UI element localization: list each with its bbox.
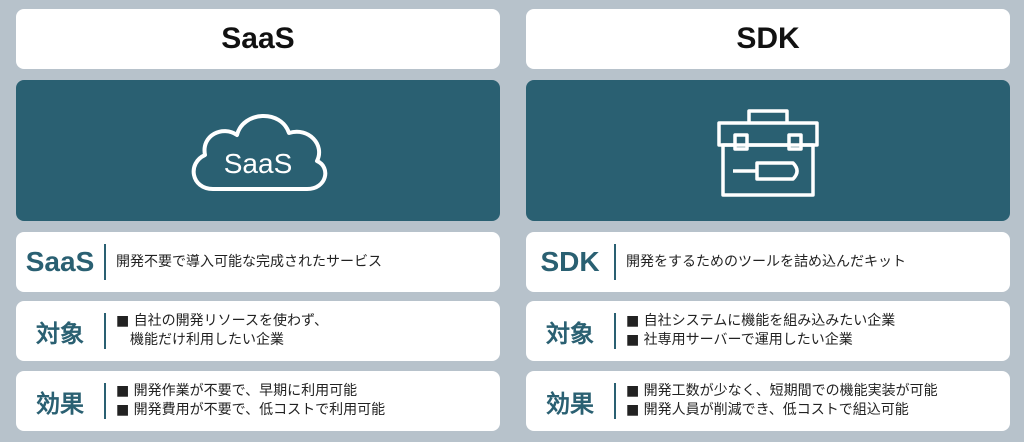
saas-effect-list: ■ 開発作業が不要で、早期に利用可能 ■ 開発費用が不要で、低コストで利用可能: [116, 382, 385, 420]
saas-definition-label: SaaS: [25, 246, 95, 277]
saas-target-row: 対象 ■ 自社の開発リソースを使わず、 機能だけ利用したい企業: [16, 301, 500, 361]
saas-title-box: SaaS: [16, 9, 500, 69]
sdk-definition-label: SDK: [540, 246, 600, 277]
list-item: ■ 自社システムに機能を組み込みたい企業: [626, 313, 896, 329]
sdk-effect-list: ■ 開発工数が少なく、短期間での機能実装が可能 ■ 開発人員が削減でき、低コスト…: [626, 382, 938, 420]
sdk-effect-row: 効果 ■ 開発工数が少なく、短期間での機能実装が可能 ■ 開発人員が削減でき、低…: [526, 371, 1010, 431]
list-item: 機能だけ利用したい企業: [116, 332, 284, 348]
saas-definition-row: SaaS 開発不要で導入可能な完成されたサービス: [16, 232, 500, 292]
list-item: ■ 社専用サーバーで運用したい企業: [626, 332, 853, 348]
sdk-definition-text: 開発をするためのツールを詰め込んだキット: [626, 254, 906, 270]
sdk-icon-panel: [526, 80, 1010, 221]
saas-effect-row: 効果 ■ 開発作業が不要で、早期に利用可能 ■ 開発費用が不要で、低コストで利用…: [16, 371, 500, 431]
sdk-definition-row: SDK 開発をするためのツールを詰め込んだキット: [526, 232, 1010, 292]
list-item: ■ 自社の開発リソースを使わず、: [116, 313, 328, 329]
divider: [104, 383, 106, 419]
divider: [614, 313, 616, 349]
sdk-title-box: SDK: [526, 9, 1010, 69]
cloud-icon-text: SaaS: [224, 148, 293, 179]
divider: [614, 383, 616, 419]
toolbox-icon: [717, 108, 819, 197]
saas-target-label: 対象: [36, 319, 84, 348]
sdk-effect-label: 効果: [546, 389, 594, 418]
list-item: ■ 開発工数が少なく、短期間での機能実装が可能: [626, 383, 938, 399]
sdk-target-list: ■ 自社システムに機能を組み込みたい企業 ■ 社専用サーバーで運用したい企業: [626, 312, 895, 350]
cloud-icon: SaaS: [191, 113, 328, 191]
list-item: ■ 開発作業が不要で、早期に利用可能: [116, 383, 358, 399]
saas-effect-label: 効果: [36, 389, 84, 418]
list-item: ■ 開発費用が不要で、低コストで利用可能: [116, 402, 386, 418]
divider: [104, 313, 106, 349]
saas-icon-panel: SaaS: [16, 80, 500, 221]
divider: [614, 244, 616, 280]
list-item: ■ 開発人員が削減でき、低コストで組込可能: [626, 402, 909, 418]
saas-title: SaaS: [221, 22, 295, 55]
sdk-target-label: 対象: [546, 319, 594, 348]
saas-target-list: ■ 自社の開発リソースを使わず、 機能だけ利用したい企業: [116, 312, 328, 350]
saas-definition-text: 開発不要で導入可能な完成されたサービス: [116, 254, 382, 270]
divider: [104, 244, 106, 280]
sdk-title: SDK: [736, 22, 800, 55]
sdk-target-row: 対象 ■ 自社システムに機能を組み込みたい企業 ■ 社専用サーバーで運用したい企…: [526, 301, 1010, 361]
